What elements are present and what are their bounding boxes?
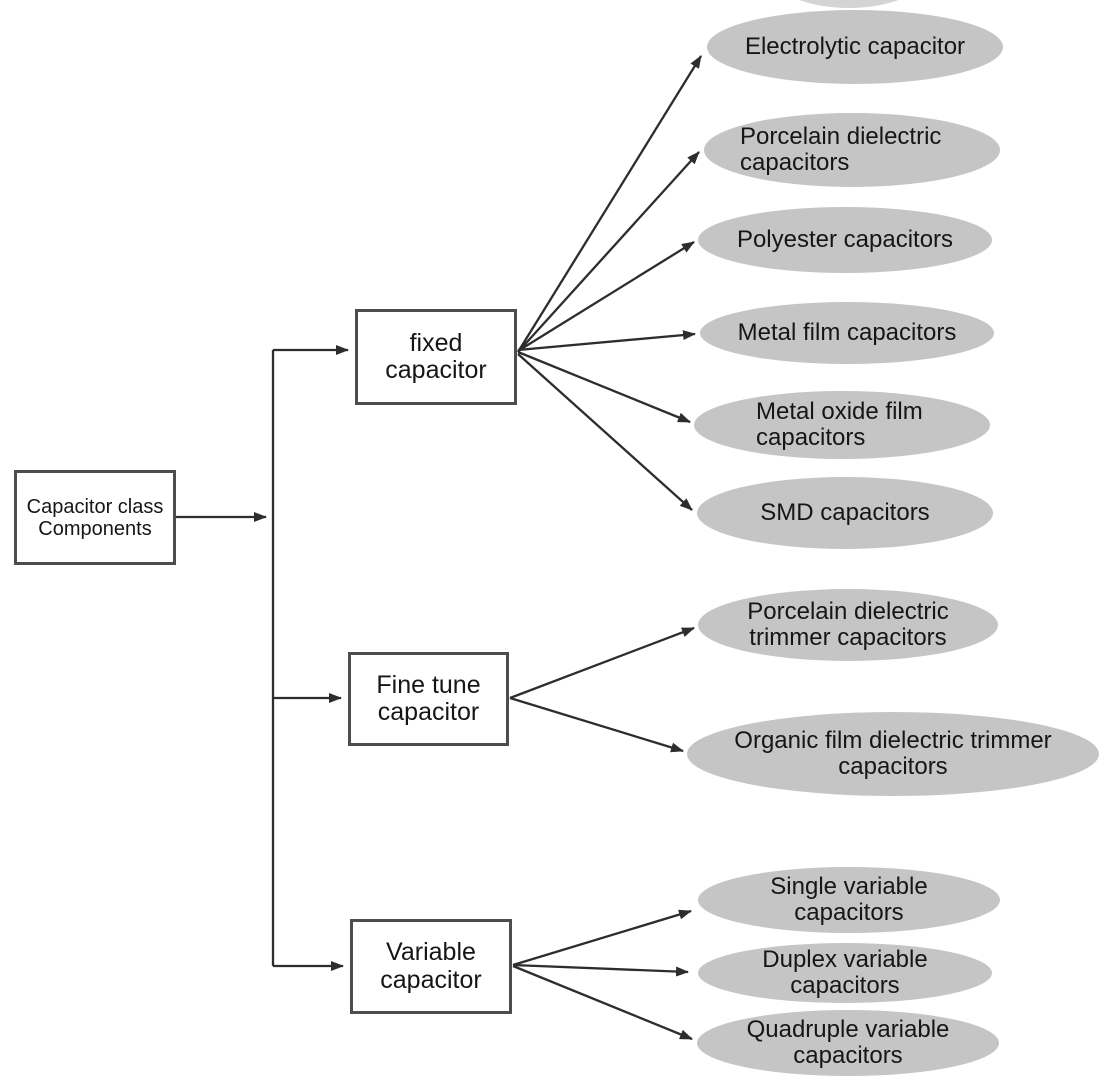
- clipped-ellipse-top: [775, 0, 923, 8]
- connector-fine-tune-to-organic-film-trimmer: [509, 696, 684, 753]
- leaf-label: Porcelain dielectric trimmer capacitors: [747, 597, 949, 651]
- leaf-porcelain-dielectric-trimmer-capacitors: Porcelain dielectric trimmer capacitors: [698, 589, 998, 661]
- category-fixed-capacitor: fixed capacitor: [355, 309, 517, 405]
- connector-variable-to-single: [512, 909, 692, 967]
- connector-fixed-to-metal-oxide-film: [517, 350, 691, 424]
- leaf-metal-film-capacitors: Metal film capacitors: [700, 302, 994, 364]
- leaf-metal-oxide-film-capacitors: Metal oxide film capacitors: [694, 391, 990, 459]
- leaf-smd-capacitors: SMD capacitors: [697, 477, 993, 549]
- leaf-label: Single variable capacitors: [770, 872, 928, 926]
- connector-fixed-to-porcelain-dielectric: [517, 151, 700, 353]
- leaf-label: Organic film dielectric trimmer capacito…: [734, 726, 1052, 780]
- leaf-quadruple-variable-capacitors: Quadruple variable capacitors: [697, 1010, 999, 1076]
- leaf-label: Quadruple variable capacitors: [746, 1015, 950, 1069]
- leaf-electrolytic-capacitor: Electrolytic capacitor: [707, 10, 1003, 84]
- connector-fixed-to-electrolytic: [517, 55, 702, 353]
- leaf-duplex-variable-capacitors: Duplex variable capacitors: [698, 943, 992, 1003]
- root-node: Capacitor class Components: [14, 470, 176, 565]
- leaf-label: Metal oxide film capacitors: [756, 397, 923, 451]
- category-variable-capacitor: Variable capacitor: [350, 919, 512, 1014]
- leaf-polyester-capacitors: Polyester capacitors: [698, 207, 992, 273]
- connector-fixed-to-smd: [517, 353, 693, 511]
- connector-variable-to-quadruple: [512, 964, 693, 1041]
- root-node-label: Capacitor class Components: [26, 495, 164, 540]
- leaf-label: SMD capacitors: [760, 498, 930, 526]
- leaf-porcelain-dielectric-capacitors: Porcelain dielectric capacitors: [704, 113, 1000, 187]
- leaf-label: Polyester capacitors: [736, 225, 954, 253]
- leaf-label: Electrolytic capacitor: [744, 32, 966, 60]
- connector-fine-tune-to-porcelain-trimmer: [509, 626, 695, 700]
- leaf-organic-film-dielectric-trimmer-capacitors: Organic film dielectric trimmer capacito…: [687, 712, 1099, 796]
- category-fixed-capacitor-label: fixed capacitor: [385, 328, 487, 384]
- category-variable-capacitor-label: Variable capacitor: [380, 938, 482, 994]
- category-fine-tune-capacitor: Fine tune capacitor: [348, 652, 509, 746]
- leaf-label: Metal film capacitors: [737, 318, 957, 346]
- leaf-single-variable-capacitors: Single variable capacitors: [698, 867, 1000, 933]
- category-fine-tune-capacitor-label: Fine tune capacitor: [376, 670, 481, 726]
- leaf-label: Porcelain dielectric capacitors: [740, 122, 942, 176]
- connector-fixed-to-metal-film: [517, 330, 696, 352]
- connector-variable-to-duplex: [512, 963, 689, 977]
- connector-fixed-to-polyester: [517, 241, 695, 352]
- leaf-label: Duplex variable capacitors: [762, 945, 928, 999]
